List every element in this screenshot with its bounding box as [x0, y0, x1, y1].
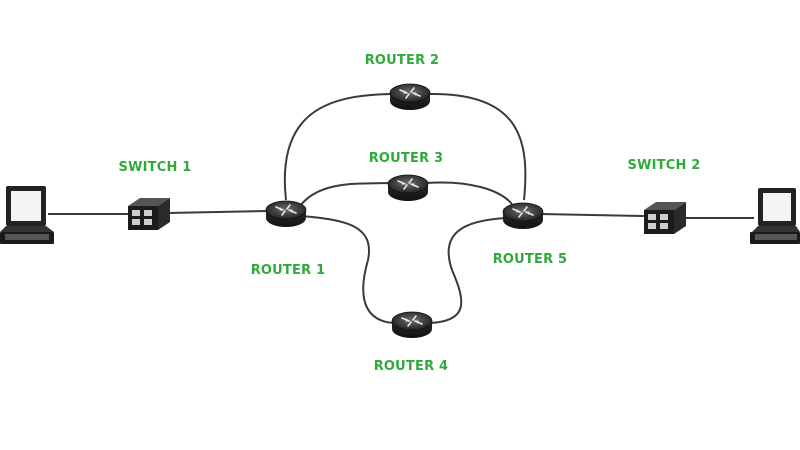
switch-2: SWITCH 2 [628, 158, 701, 234]
router-icon [389, 83, 431, 111]
laptop-right [750, 188, 800, 244]
link-router1-router2 [283, 93, 393, 201]
link-router4-router5 [427, 217, 509, 324]
link-router5-switch2 [539, 213, 645, 217]
link-router1-router3 [299, 182, 391, 207]
link-router3-router5 [425, 181, 513, 205]
router-4-label: ROUTER 4 [374, 359, 449, 374]
laptop-icon [0, 186, 54, 244]
laptop-icon [750, 188, 800, 244]
router-icon [265, 200, 307, 228]
link-router1-router4 [301, 215, 396, 324]
switch-1: SWITCH 1 [119, 160, 192, 230]
link-router2-router5 [427, 92, 527, 201]
router-icon [502, 202, 544, 230]
switch-icon [128, 198, 170, 230]
router-5-label: ROUTER 5 [493, 252, 568, 267]
router-icon [391, 311, 433, 339]
laptop-left [0, 186, 54, 244]
router-2: ROUTER 2 [365, 53, 440, 111]
router-2-label: ROUTER 2 [365, 53, 440, 68]
switch-2-label: SWITCH 2 [628, 158, 701, 173]
switch-icon [644, 202, 686, 234]
router-5: ROUTER 5 [493, 202, 568, 267]
router-3-label: ROUTER 3 [369, 151, 444, 166]
router-4: ROUTER 4 [374, 311, 449, 374]
switch-1-label: SWITCH 1 [119, 160, 192, 175]
network-links [48, 92, 754, 324]
link-switch1-router1 [167, 210, 269, 214]
router-1-label: ROUTER 1 [251, 263, 326, 278]
router-1: ROUTER 1 [251, 200, 326, 278]
router-3: ROUTER 3 [369, 151, 444, 202]
router-icon [387, 174, 429, 202]
